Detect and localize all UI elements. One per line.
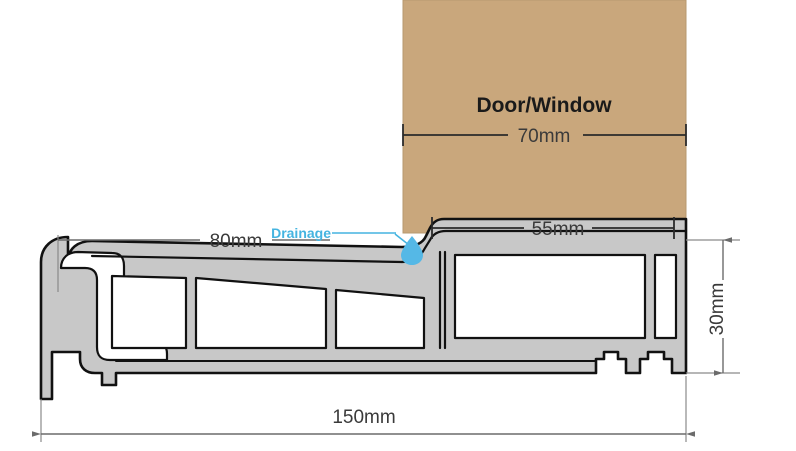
chamber-3 — [334, 288, 426, 350]
dimension-platform-width: 55mm — [431, 217, 675, 240]
dimension-nose-length: 80mm — [57, 231, 330, 292]
chamber-5 — [653, 253, 678, 340]
dimension-label-70mm: 70mm — [518, 126, 571, 147]
profile-top-deck — [90, 254, 404, 264]
door-window-label: Door/Window — [476, 94, 612, 117]
profile-step-shoulder — [438, 250, 447, 350]
chamber-1 — [110, 274, 188, 350]
drainage-label: Drainage — [271, 225, 331, 241]
chamber-4 — [453, 253, 647, 340]
dimension-label-80mm: 80mm — [210, 231, 263, 252]
dimension-overall-width: 150mm — [32, 376, 695, 442]
dimension-profile-height: 30mm — [686, 237, 740, 376]
chamber-2 — [194, 276, 328, 350]
door-window-block — [402, 0, 687, 234]
dimension-door-window-width: 70mm — [402, 124, 687, 147]
sill-profile — [39, 217, 688, 401]
dimension-label-30mm: 30mm — [707, 283, 728, 336]
door-window-fill — [402, 0, 687, 234]
dimension-label-150mm: 150mm — [332, 407, 395, 428]
drainage-annotation: Drainage — [271, 225, 423, 265]
water-drop-icon — [401, 236, 423, 265]
dimension-label-55mm: 55mm — [532, 219, 585, 240]
